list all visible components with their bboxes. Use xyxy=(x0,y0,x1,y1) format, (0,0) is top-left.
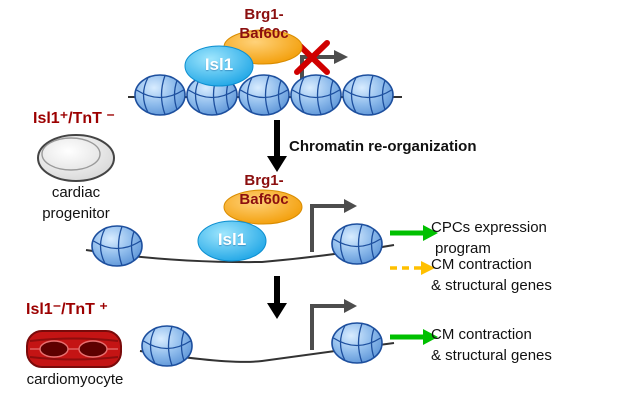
brg1-baf60c-label-top: Brg1- Baf60c xyxy=(224,5,304,43)
brg1-baf60c-complex-middle xyxy=(223,189,303,225)
transcription-arrow-bottom xyxy=(310,299,357,350)
cm-active-line2: & structural genes xyxy=(431,347,552,364)
nucleosome xyxy=(291,75,341,115)
nucleosome xyxy=(92,226,142,266)
cm-poised-line1: CM contraction xyxy=(431,256,532,273)
cm-active-output-label: CM contraction & structural genes xyxy=(431,324,552,366)
cardiac-progenitor-cell xyxy=(37,134,115,182)
cpcs-output-line1: CPCs expression xyxy=(431,219,547,236)
cardiac-progenitor-label-line1: cardiac xyxy=(51,184,101,201)
isl1-label-top: Isl1 xyxy=(204,55,234,74)
cpcs-output-line2: program xyxy=(435,240,491,257)
green-arrow-cpcs xyxy=(390,225,438,241)
yellow-dashed-arrow xyxy=(390,261,435,275)
cpcs-output-label: CPCs expression program xyxy=(431,217,547,259)
cardiomyocyte-label: cardiomyocyte xyxy=(26,371,124,388)
nucleosome xyxy=(343,75,393,115)
nucleosome xyxy=(142,326,192,366)
isl1-label-middle: Isl1 xyxy=(217,230,247,249)
cardiomyocyte-marker-label: Isl1⁻/TnT ⁺ xyxy=(26,301,108,318)
brg1-baf60c-label-middle: Brg1- Baf60c xyxy=(224,171,304,209)
brg1-label-line1: Brg1- xyxy=(244,6,284,23)
nucleosome xyxy=(239,75,289,115)
transcription-arrow-middle xyxy=(310,199,357,252)
cm-poised-line2: & structural genes xyxy=(431,277,552,294)
isl1-ellipse-top xyxy=(184,45,254,87)
cardiomyocyte-cell xyxy=(26,330,122,368)
brg1-label-line2: Baf60c xyxy=(239,191,289,208)
nucleosome xyxy=(332,224,382,264)
isl1-ellipse-middle xyxy=(197,220,267,262)
green-arrow-cm xyxy=(390,329,438,345)
cardiac-progenitor-label: cardiac progenitor xyxy=(26,182,126,224)
cm-active-line1: CM contraction xyxy=(431,326,532,343)
brg1-label-line2: Baf60c xyxy=(239,25,289,42)
chromatin-reorganization-label: Chromatin re-organization xyxy=(289,138,477,155)
progenitor-marker-label: Isl1⁺/TnT ⁻ xyxy=(33,110,115,127)
cardiac-progenitor-label-line2: progenitor xyxy=(42,205,110,222)
closed-chromatin-row xyxy=(135,75,393,115)
down-arrow-1 xyxy=(267,120,287,172)
nucleosome xyxy=(332,323,382,363)
brg1-label-line1: Brg1- xyxy=(244,172,284,189)
nucleosome xyxy=(135,75,185,115)
cm-poised-output-label: CM contraction & structural genes xyxy=(431,254,552,296)
down-arrow-2 xyxy=(267,276,287,319)
